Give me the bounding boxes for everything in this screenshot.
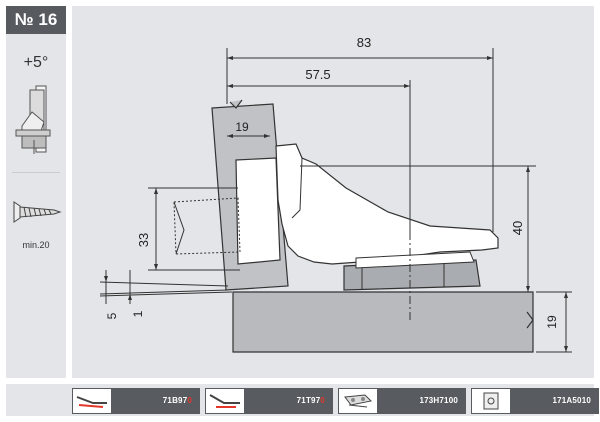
product-card-171a5010[interactable]: 171A5010 [471, 388, 599, 414]
opening-angle-label: +5° [23, 54, 49, 71]
dimension-33: 33 [136, 233, 151, 247]
product-code: 173H7100 [419, 396, 458, 405]
hinge-arm [275, 143, 499, 265]
sidebar-divider [12, 172, 60, 173]
dimension-57-5: 57.5 [305, 67, 330, 82]
hinge-tool-icon [206, 389, 244, 413]
mounting-plate-icon [339, 389, 377, 413]
dimension-19-right: 19 [545, 315, 559, 329]
cabinet-side-panel [232, 291, 534, 353]
product-code: 71B970 [162, 396, 192, 405]
diagram-number-badge: № 16 [6, 6, 66, 34]
product-code: 171A5010 [552, 396, 591, 405]
screw-min-length-label: min.20 [22, 240, 50, 250]
dimension-19-top: 19 [235, 120, 249, 134]
cover-cap-icon [472, 389, 510, 413]
dimension-1: 1 [131, 310, 145, 317]
product-code: 71T970 [296, 396, 325, 405]
dimension-5: 5 [105, 312, 119, 319]
hinge-cup [235, 157, 281, 265]
product-card-71t97[interactable]: 71T970 [205, 388, 333, 414]
hinge-clip-icon [73, 389, 111, 413]
dimension-40: 40 [510, 221, 525, 235]
hinge-mount-icon [15, 85, 51, 154]
product-card-71b97[interactable]: 71B970 [72, 388, 200, 414]
screw-icon [13, 201, 62, 223]
dimension-83: 83 [357, 35, 371, 50]
product-card-173h7100[interactable]: 173H7100 [338, 388, 466, 414]
sidebar-panel: № 16 +5° min.20 [6, 6, 66, 378]
